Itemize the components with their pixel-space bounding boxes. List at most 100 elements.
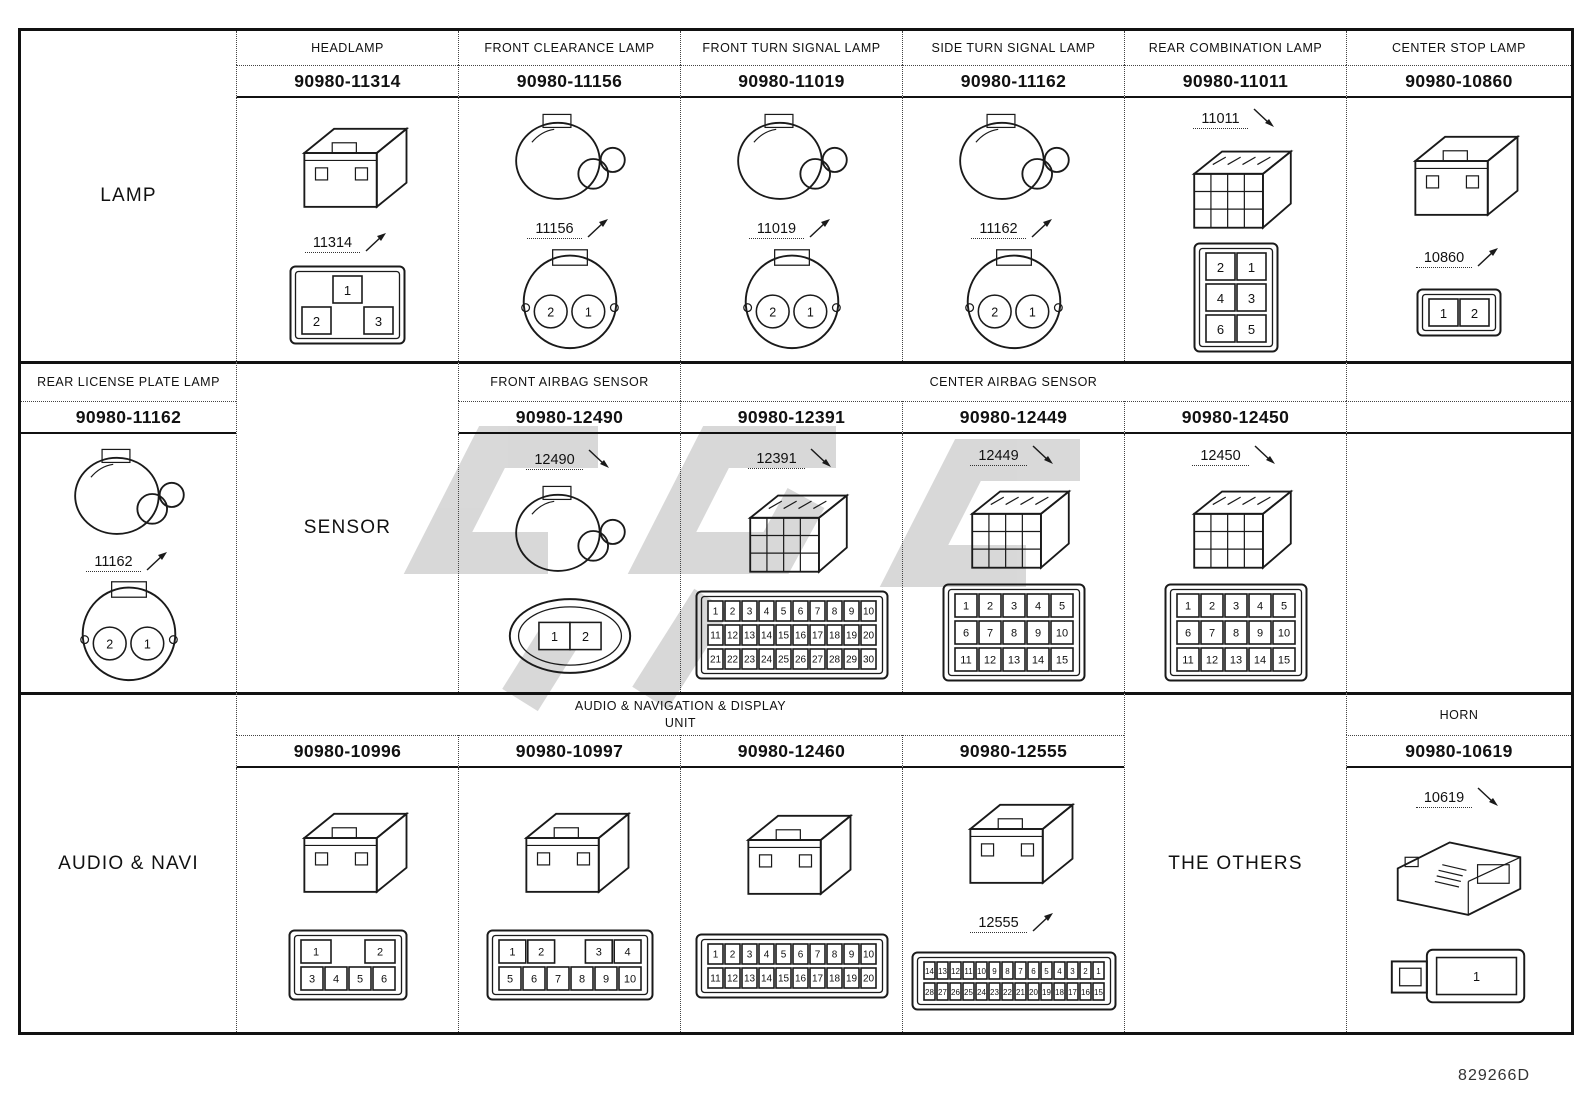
part-number: 90980-11019	[680, 65, 902, 98]
svg-text:18: 18	[828, 630, 840, 641]
iso-grid-connector	[747, 493, 849, 574]
row-label: AUDIO & NAVI	[21, 692, 236, 1032]
svg-text:2: 2	[1208, 600, 1214, 612]
connector-iso-view	[944, 790, 1084, 894]
leader-arrow-icon	[1254, 445, 1275, 465]
svg-text:1: 1	[584, 305, 591, 319]
iso-round-connector	[736, 114, 848, 201]
document-number: 829266D	[1458, 1067, 1530, 1084]
callout-label-12450: 12450	[1192, 444, 1278, 467]
column-header: FRONT AIRBAG SENSOR	[458, 361, 680, 401]
svg-text:16: 16	[794, 974, 806, 985]
svg-text:2: 2	[1083, 967, 1088, 976]
svg-text:11: 11	[710, 974, 721, 985]
svg-text:23: 23	[743, 654, 755, 665]
svg-text:25: 25	[964, 988, 973, 997]
svg-text:28: 28	[828, 654, 840, 665]
part-number: 90980-11314	[236, 65, 458, 98]
connector-iso-view	[1384, 822, 1534, 926]
pin-face-diagram: 1 2	[1416, 288, 1502, 337]
connector-cell: 11162 2 1	[902, 98, 1124, 361]
connector-cell: 10619 1	[1346, 768, 1571, 1032]
part-number: 90980-11011	[1124, 65, 1346, 98]
svg-text:1: 1	[143, 637, 150, 651]
svg-text:10: 10	[862, 606, 874, 617]
svg-text:3: 3	[1247, 291, 1254, 306]
svg-text:10: 10	[977, 967, 986, 976]
part-number	[1346, 401, 1571, 434]
callout-label-11019: 11019	[748, 217, 834, 239]
svg-text:22: 22	[726, 654, 738, 665]
connector-iso-view	[722, 107, 862, 211]
svg-text:29: 29	[845, 654, 857, 665]
svg-text:5: 5	[780, 950, 786, 961]
part-number: 90980-11162	[902, 65, 1124, 98]
connector-cell: 1 2 3 4 5 6	[236, 768, 458, 1032]
svg-text:5: 5	[1058, 600, 1064, 612]
iso-grid-connector	[1191, 149, 1293, 230]
svg-text:5: 5	[506, 974, 512, 986]
svg-text:18: 18	[828, 974, 840, 985]
svg-text:3: 3	[1010, 600, 1016, 612]
part-number: 90980-12450	[1124, 401, 1346, 434]
part-number: 90980-12449	[902, 401, 1124, 434]
connector-cell: 12449 1 2 3 4 5 6 7 8 9 10 11 12 13	[902, 434, 1124, 692]
connector-iso-view	[722, 801, 862, 905]
svg-text:3: 3	[308, 974, 314, 986]
pin-face-diagram: 2 1 4 3 6 5	[1193, 242, 1279, 353]
svg-text:14: 14	[1031, 654, 1043, 666]
svg-text:1: 1	[1096, 967, 1101, 976]
svg-text:7: 7	[554, 974, 560, 986]
svg-text:4: 4	[1216, 291, 1223, 306]
connector-iso-view	[722, 477, 862, 581]
leader-arrow-icon	[809, 218, 831, 238]
callout-label-11314: 11314	[304, 231, 390, 253]
svg-text:20: 20	[862, 974, 874, 985]
svg-text:26: 26	[794, 654, 806, 665]
svg-text:30: 30	[862, 654, 874, 665]
leader-arrow-icon	[1477, 787, 1499, 806]
svg-text:7: 7	[814, 950, 820, 961]
part-number: 90980-12555	[902, 735, 1124, 768]
svg-text:1: 1	[1440, 306, 1447, 321]
iso-round-connector	[73, 448, 185, 535]
svg-text:21: 21	[709, 654, 721, 665]
svg-text:6: 6	[1184, 627, 1190, 639]
svg-text:2: 2	[1216, 260, 1223, 275]
svg-text:7: 7	[986, 627, 992, 639]
svg-text:4: 4	[1034, 600, 1040, 612]
svg-text:13: 13	[938, 967, 947, 976]
pin-face-diagram: 1 2 3 4 5 6 7 8 9 10 11 12 13 14 15 16 1	[695, 933, 889, 999]
connector-iso-view	[500, 799, 640, 903]
svg-text:6: 6	[797, 606, 803, 617]
pin-face-diagram: 2 1	[71, 576, 187, 684]
svg-text:1: 1	[344, 283, 351, 298]
callout-label-10860: 10860	[1415, 246, 1502, 268]
svg-text:2: 2	[769, 305, 776, 319]
column-header: CENTER AIRBAG SENSOR	[680, 361, 1346, 401]
connector-iso-view	[278, 799, 418, 903]
section-label: THE OTHERS	[1124, 692, 1346, 1032]
svg-text:5: 5	[780, 606, 786, 617]
svg-text:15: 15	[777, 974, 789, 985]
connector-cell: 12450 1 2 3 4 5 6 7 8 9 10 11 12 13	[1124, 434, 1346, 692]
svg-text:2: 2	[106, 637, 113, 651]
svg-text:28: 28	[925, 988, 934, 997]
callout-label-11156: 11156	[527, 217, 611, 239]
svg-text:4: 4	[763, 606, 769, 617]
pin-face-diagram: 1	[1384, 940, 1534, 1014]
pin-face-diagram: 1 2 3 4 5 6 7 8 9 10	[486, 929, 654, 1001]
svg-text:8: 8	[1232, 627, 1238, 639]
iso-box-connector	[301, 127, 409, 210]
svg-text:9: 9	[1256, 627, 1262, 639]
pin-face-diagram: 1 2 3 4 5 6 7 8 9 10 11 12 13 14 15 16 1	[695, 590, 889, 680]
connector-cell: 1 2 3 4 5 6 7 8 9 10	[458, 768, 680, 1032]
svg-text:1: 1	[712, 950, 718, 961]
iso-box-connector	[745, 813, 853, 896]
svg-text:17: 17	[1068, 988, 1077, 997]
svg-text:2: 2	[991, 305, 998, 319]
column-header: FRONT CLEARANCE LAMP	[458, 31, 680, 65]
callout-label-12391: 12391	[748, 447, 834, 469]
svg-text:2: 2	[582, 629, 589, 643]
svg-text:9: 9	[602, 974, 608, 986]
